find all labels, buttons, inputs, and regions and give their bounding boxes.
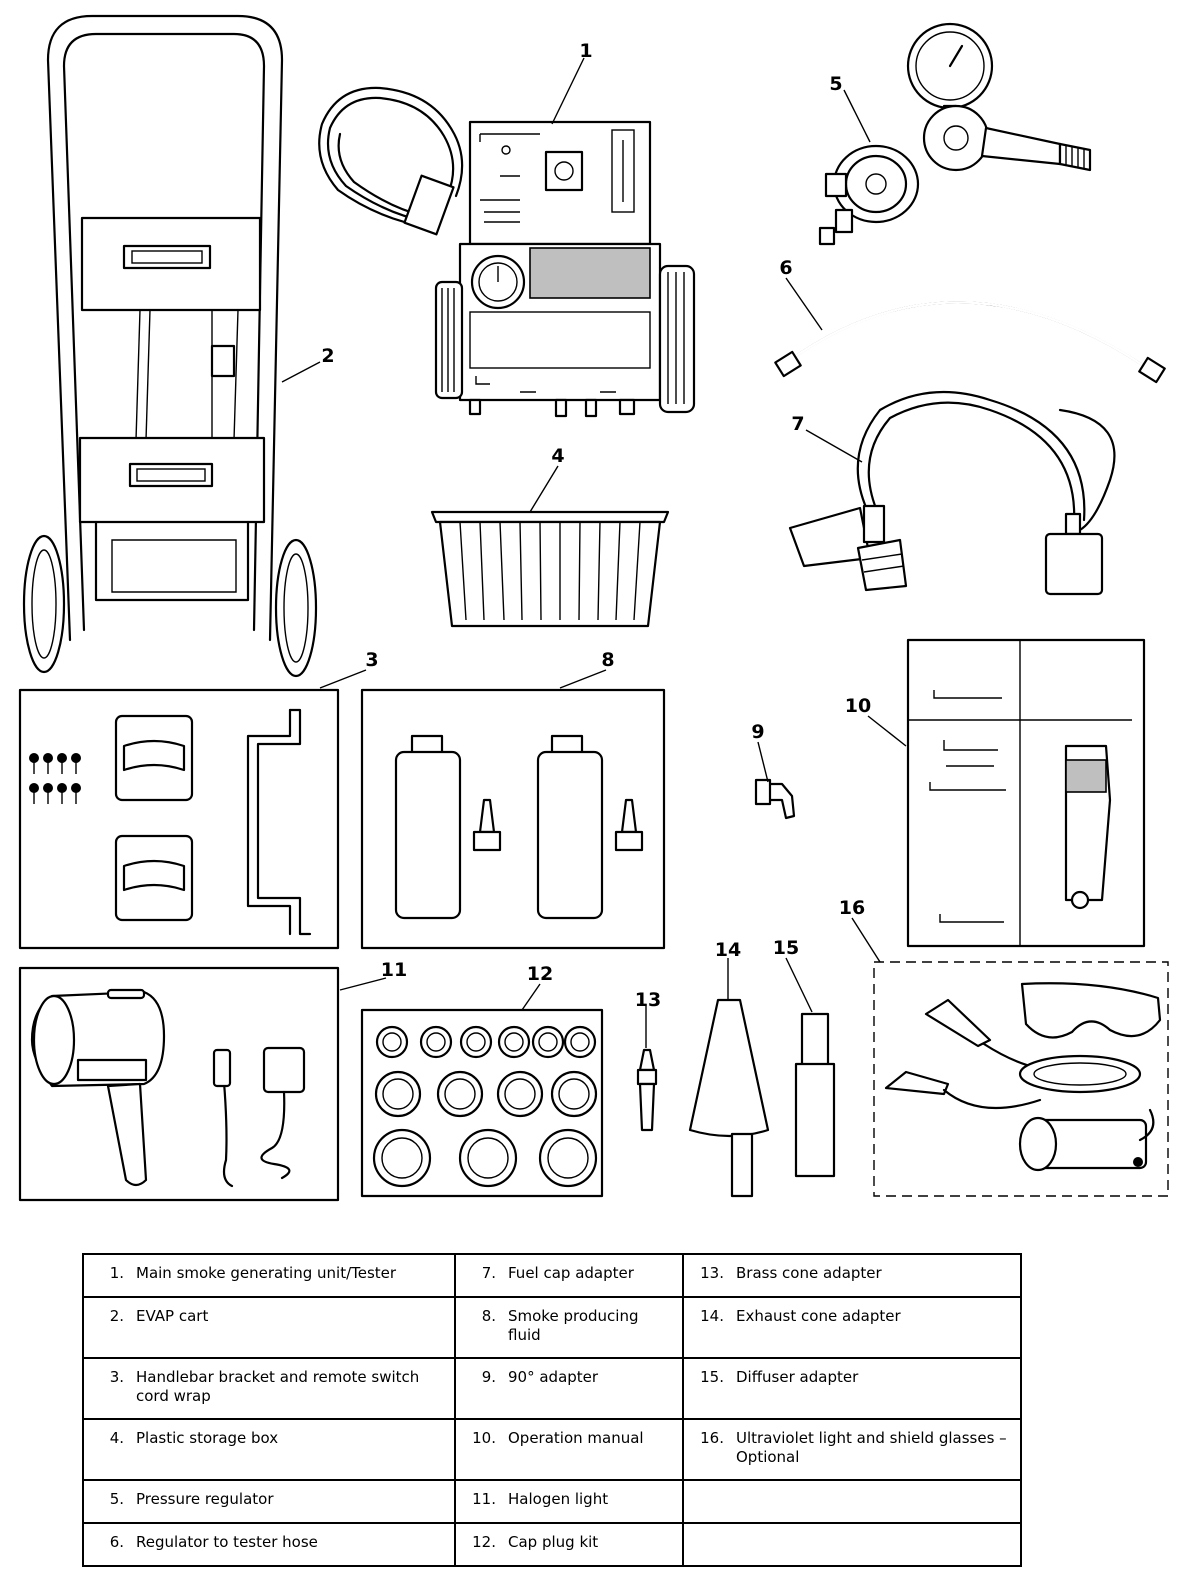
- legend-number: 3.: [109, 1368, 124, 1386]
- legend-text: EVAP cart: [136, 1307, 209, 1325]
- legend-number: 4.: [109, 1429, 124, 1447]
- legend-number: 16.: [700, 1429, 724, 1447]
- evap-cart: [22, 14, 318, 678]
- brass-cone-adapter: [636, 1048, 658, 1132]
- legend-number: 15.: [700, 1368, 724, 1386]
- legend-number: 5.: [109, 1490, 124, 1508]
- legend-number: 11.: [472, 1490, 496, 1508]
- legend-number: 9.: [481, 1368, 496, 1386]
- legend-text: Smoke producing fluid: [508, 1307, 639, 1344]
- parts-legend-table: 1. Main smoke generating unit/Tester 7. Fu…: [82, 1253, 1022, 1567]
- smoke-producing-fluid: [360, 688, 666, 950]
- legend-text: Brass cone adapter: [736, 1264, 882, 1282]
- regulator-to-tester-hose: [774, 301, 1166, 384]
- fuel-cap-adapter: [788, 390, 1116, 596]
- legend-text: Plastic storage box: [136, 1429, 279, 1447]
- callout-7: 7: [791, 413, 804, 435]
- legend-cell: 4. Plastic storage box: [82, 1418, 456, 1481]
- legend-cell: 8. Smoke producing fluid: [454, 1296, 684, 1359]
- legend-cell: 3. Handlebar bracket and remote switch co…: [82, 1357, 456, 1420]
- legend-number: 1.: [109, 1264, 124, 1282]
- legend-row: 5. Pressure regulator 11. Halogen light: [82, 1479, 1022, 1524]
- callout-13: 13: [635, 989, 661, 1011]
- operation-manual: [906, 638, 1146, 948]
- legend-row: 4. Plastic storage box 10. Operation manua…: [82, 1418, 1022, 1481]
- legend-text: Exhaust cone adapter: [736, 1307, 901, 1325]
- pressure-regulator: [818, 22, 1092, 246]
- legend-number: 2.: [109, 1307, 124, 1325]
- legend-text: Diffuser adapter: [736, 1368, 859, 1386]
- legend-cell: [682, 1479, 1022, 1524]
- callout-11: 11: [381, 959, 407, 981]
- main-smoke-unit: [318, 86, 696, 418]
- legend-cell: 5. Pressure regulator: [82, 1479, 456, 1524]
- callout-14: 14: [715, 939, 741, 961]
- callout-6: 6: [779, 257, 792, 279]
- legend-cell: 11. Halogen light: [454, 1479, 684, 1524]
- callout-8: 8: [601, 649, 614, 671]
- plastic-storage-box: [430, 510, 670, 628]
- callout-9: 9: [751, 721, 764, 743]
- legend-number: 6.: [109, 1533, 124, 1551]
- legend-text: Ultraviolet light and shield glasses – O…: [736, 1429, 1007, 1466]
- exhaust-cone-adapter: [688, 998, 770, 1198]
- legend-row: 2. EVAP cart 8. Smoke producing fluid 14. E…: [82, 1296, 1022, 1359]
- callout-15: 15: [773, 937, 799, 959]
- legend-text: Handlebar bracket and remote switch cord…: [136, 1368, 420, 1405]
- handlebar-bracket-kit: [18, 688, 340, 950]
- callout-4: 4: [551, 445, 564, 467]
- callout-12: 12: [527, 963, 553, 985]
- legend-text: Pressure regulator: [136, 1490, 274, 1508]
- callout-1: 1: [579, 40, 592, 62]
- legend-text: Main smoke generating unit/Tester: [136, 1264, 397, 1282]
- legend-cell: 15. Diffuser adapter: [682, 1357, 1022, 1420]
- legend-number: 8.: [481, 1307, 496, 1325]
- parts-illustration: 1 2 3 4 5 6 7 8 9 10 11 12 13 14 15 16: [18, 14, 1169, 1202]
- legend-cell: 9. 90° adapter: [454, 1357, 684, 1420]
- callout-2: 2: [321, 345, 334, 367]
- legend-number: 7.: [481, 1264, 496, 1282]
- legend-text: Cap plug kit: [508, 1533, 599, 1551]
- callout-leaders: [281, 57, 907, 1048]
- legend-cell: 7. Fuel cap adapter: [454, 1253, 684, 1298]
- legend-number: 13.: [700, 1264, 724, 1282]
- legend-cell: 16. Ultraviolet light and shield glasses …: [682, 1418, 1022, 1481]
- legend-text: Halogen light: [508, 1490, 609, 1508]
- legend-row: 6. Regulator to tester hose 12. Cap plug k…: [82, 1522, 1022, 1567]
- legend-cell: 2. EVAP cart: [82, 1296, 456, 1359]
- legend-text: Regulator to tester hose: [136, 1533, 318, 1551]
- ultraviolet-light-kit: [873, 961, 1169, 1197]
- ninety-degree-adapter: [754, 778, 796, 820]
- diffuser-adapter: [794, 1012, 836, 1178]
- legend-cell: 14. Exhaust cone adapter: [682, 1296, 1022, 1359]
- legend-cell: 10. Operation manual: [454, 1418, 684, 1481]
- legend-number: 10.: [472, 1429, 496, 1447]
- legend-cell: [682, 1522, 1022, 1567]
- callout-3: 3: [365, 649, 378, 671]
- legend-row: 1. Main smoke generating unit/Tester 7. Fu…: [82, 1253, 1022, 1298]
- callout-16: 16: [839, 897, 865, 919]
- legend-row: 3. Handlebar bracket and remote switch co…: [82, 1357, 1022, 1420]
- legend-cell: 13. Brass cone adapter: [682, 1253, 1022, 1298]
- legend-number: 14.: [700, 1307, 724, 1325]
- halogen-light: [18, 966, 340, 1202]
- legend-text: Fuel cap adapter: [508, 1264, 634, 1282]
- legend-text: Operation manual: [508, 1429, 644, 1447]
- legend-number: 12.: [472, 1533, 496, 1551]
- legend-cell: 6. Regulator to tester hose: [82, 1522, 456, 1567]
- legend-cell: 1. Main smoke generating unit/Tester: [82, 1253, 456, 1298]
- callout-10: 10: [845, 695, 871, 717]
- cap-plug-kit: [360, 1008, 604, 1198]
- callout-5: 5: [829, 73, 842, 95]
- legend-cell: 12. Cap plug kit: [454, 1522, 684, 1567]
- legend-text: 90° adapter: [508, 1368, 599, 1386]
